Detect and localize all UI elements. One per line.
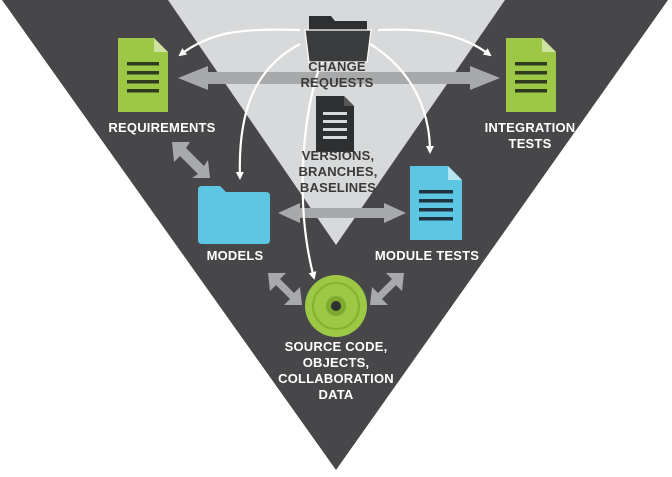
horizontal-arrow-middle (278, 203, 406, 223)
requirements-label: REQUIREMENTS (108, 120, 216, 135)
models-label: MODELS (206, 248, 264, 263)
module-tests-document-icon (410, 166, 462, 240)
models-folder-icon (198, 186, 270, 244)
source-code-disc-icon (305, 275, 367, 337)
integration-tests-label: INTEGRATION TESTS (484, 120, 576, 151)
diagonal-arrow-models-source (268, 273, 302, 305)
diagonal-arrow-requirements-models (172, 142, 210, 178)
change-requests-label: CHANGE REQUESTS (300, 59, 374, 90)
diagonal-arrow-source-moduletests (370, 273, 404, 305)
requirements-document-icon (118, 38, 168, 112)
white-curved-arrows (178, 28, 492, 280)
source-code-label: SOURCE CODE, OBJECTS, COLLABORATION DATA (278, 339, 394, 402)
integration-tests-document-icon (506, 38, 556, 112)
versions-label: VERSIONS, BRANCHES, BASELINES (298, 148, 378, 195)
change-requests-folder-icon (304, 16, 372, 63)
module-tests-label: MODULE TESTS (374, 248, 480, 263)
versions-document-icon (316, 96, 354, 152)
